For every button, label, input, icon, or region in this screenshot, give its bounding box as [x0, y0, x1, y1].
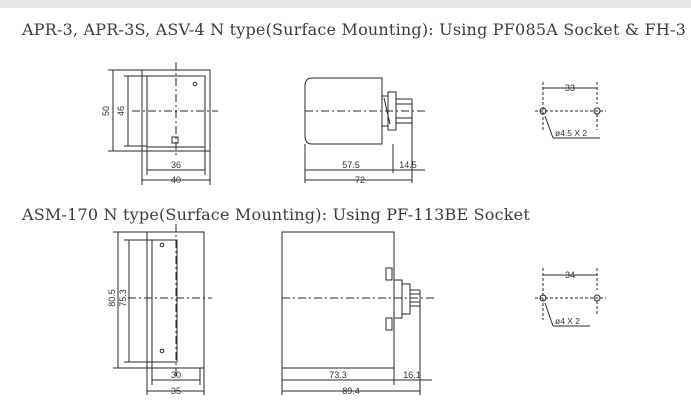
- apr-hole-pitch-label: 33: [565, 83, 575, 93]
- apr-hole-spec-label: ø4.5 X 2: [555, 128, 587, 138]
- apr-front-mark-square: [171, 136, 179, 144]
- apr-front-view: [108, 62, 218, 185]
- asm-body-length-label: 73.3: [329, 370, 347, 380]
- asm-width-inner-label: 30: [171, 370, 181, 380]
- section-title-apr: APR-3, APR-3S, ASV-4 N type(Surface Moun…: [22, 20, 687, 39]
- apr-height-outer-label: 50: [101, 106, 111, 116]
- apr-hole-left: [539, 107, 547, 115]
- asm-height-outer-label: 80.5: [107, 289, 117, 307]
- apr-pin-length-label: 14.5: [399, 160, 417, 170]
- asm-hole-left: [539, 294, 547, 302]
- asm-side-socket: [393, 279, 403, 319]
- asm-pin-length-label: 16.1: [403, 370, 421, 380]
- apr-body-length-label: 57.5: [342, 160, 360, 170]
- asm-width-outer-label: 35: [171, 386, 181, 396]
- apr-height-inner-label: 46: [116, 106, 126, 116]
- apr-mounting-holes: [535, 82, 606, 139]
- asm-total-length-label: 89.4: [342, 386, 360, 396]
- apr-side-body: [304, 77, 383, 145]
- apr-front-mark-circle: [192, 81, 198, 87]
- asm-front-view: [113, 224, 212, 395]
- apr-total-length-label: 72: [355, 175, 365, 185]
- section-title-asm: ASM-170 N type(Surface Mounting): Using …: [22, 205, 530, 224]
- apr-width-inner-label: 36: [171, 160, 181, 170]
- asm-side-view: [281, 231, 434, 395]
- asm-side-body: [281, 231, 395, 369]
- header-strip: [0, 0, 691, 8]
- asm-hole-spec-label: ø4 X 2: [555, 316, 580, 326]
- asm-hole-pitch-label: 34: [565, 270, 575, 280]
- apr-side-view: [304, 77, 425, 183]
- apr-width-outer-label: 40: [171, 175, 181, 185]
- asm-height-inner-label: 75.3: [118, 289, 128, 307]
- asm-mounting-holes: [535, 268, 606, 327]
- asm-front-inner: [151, 239, 178, 363]
